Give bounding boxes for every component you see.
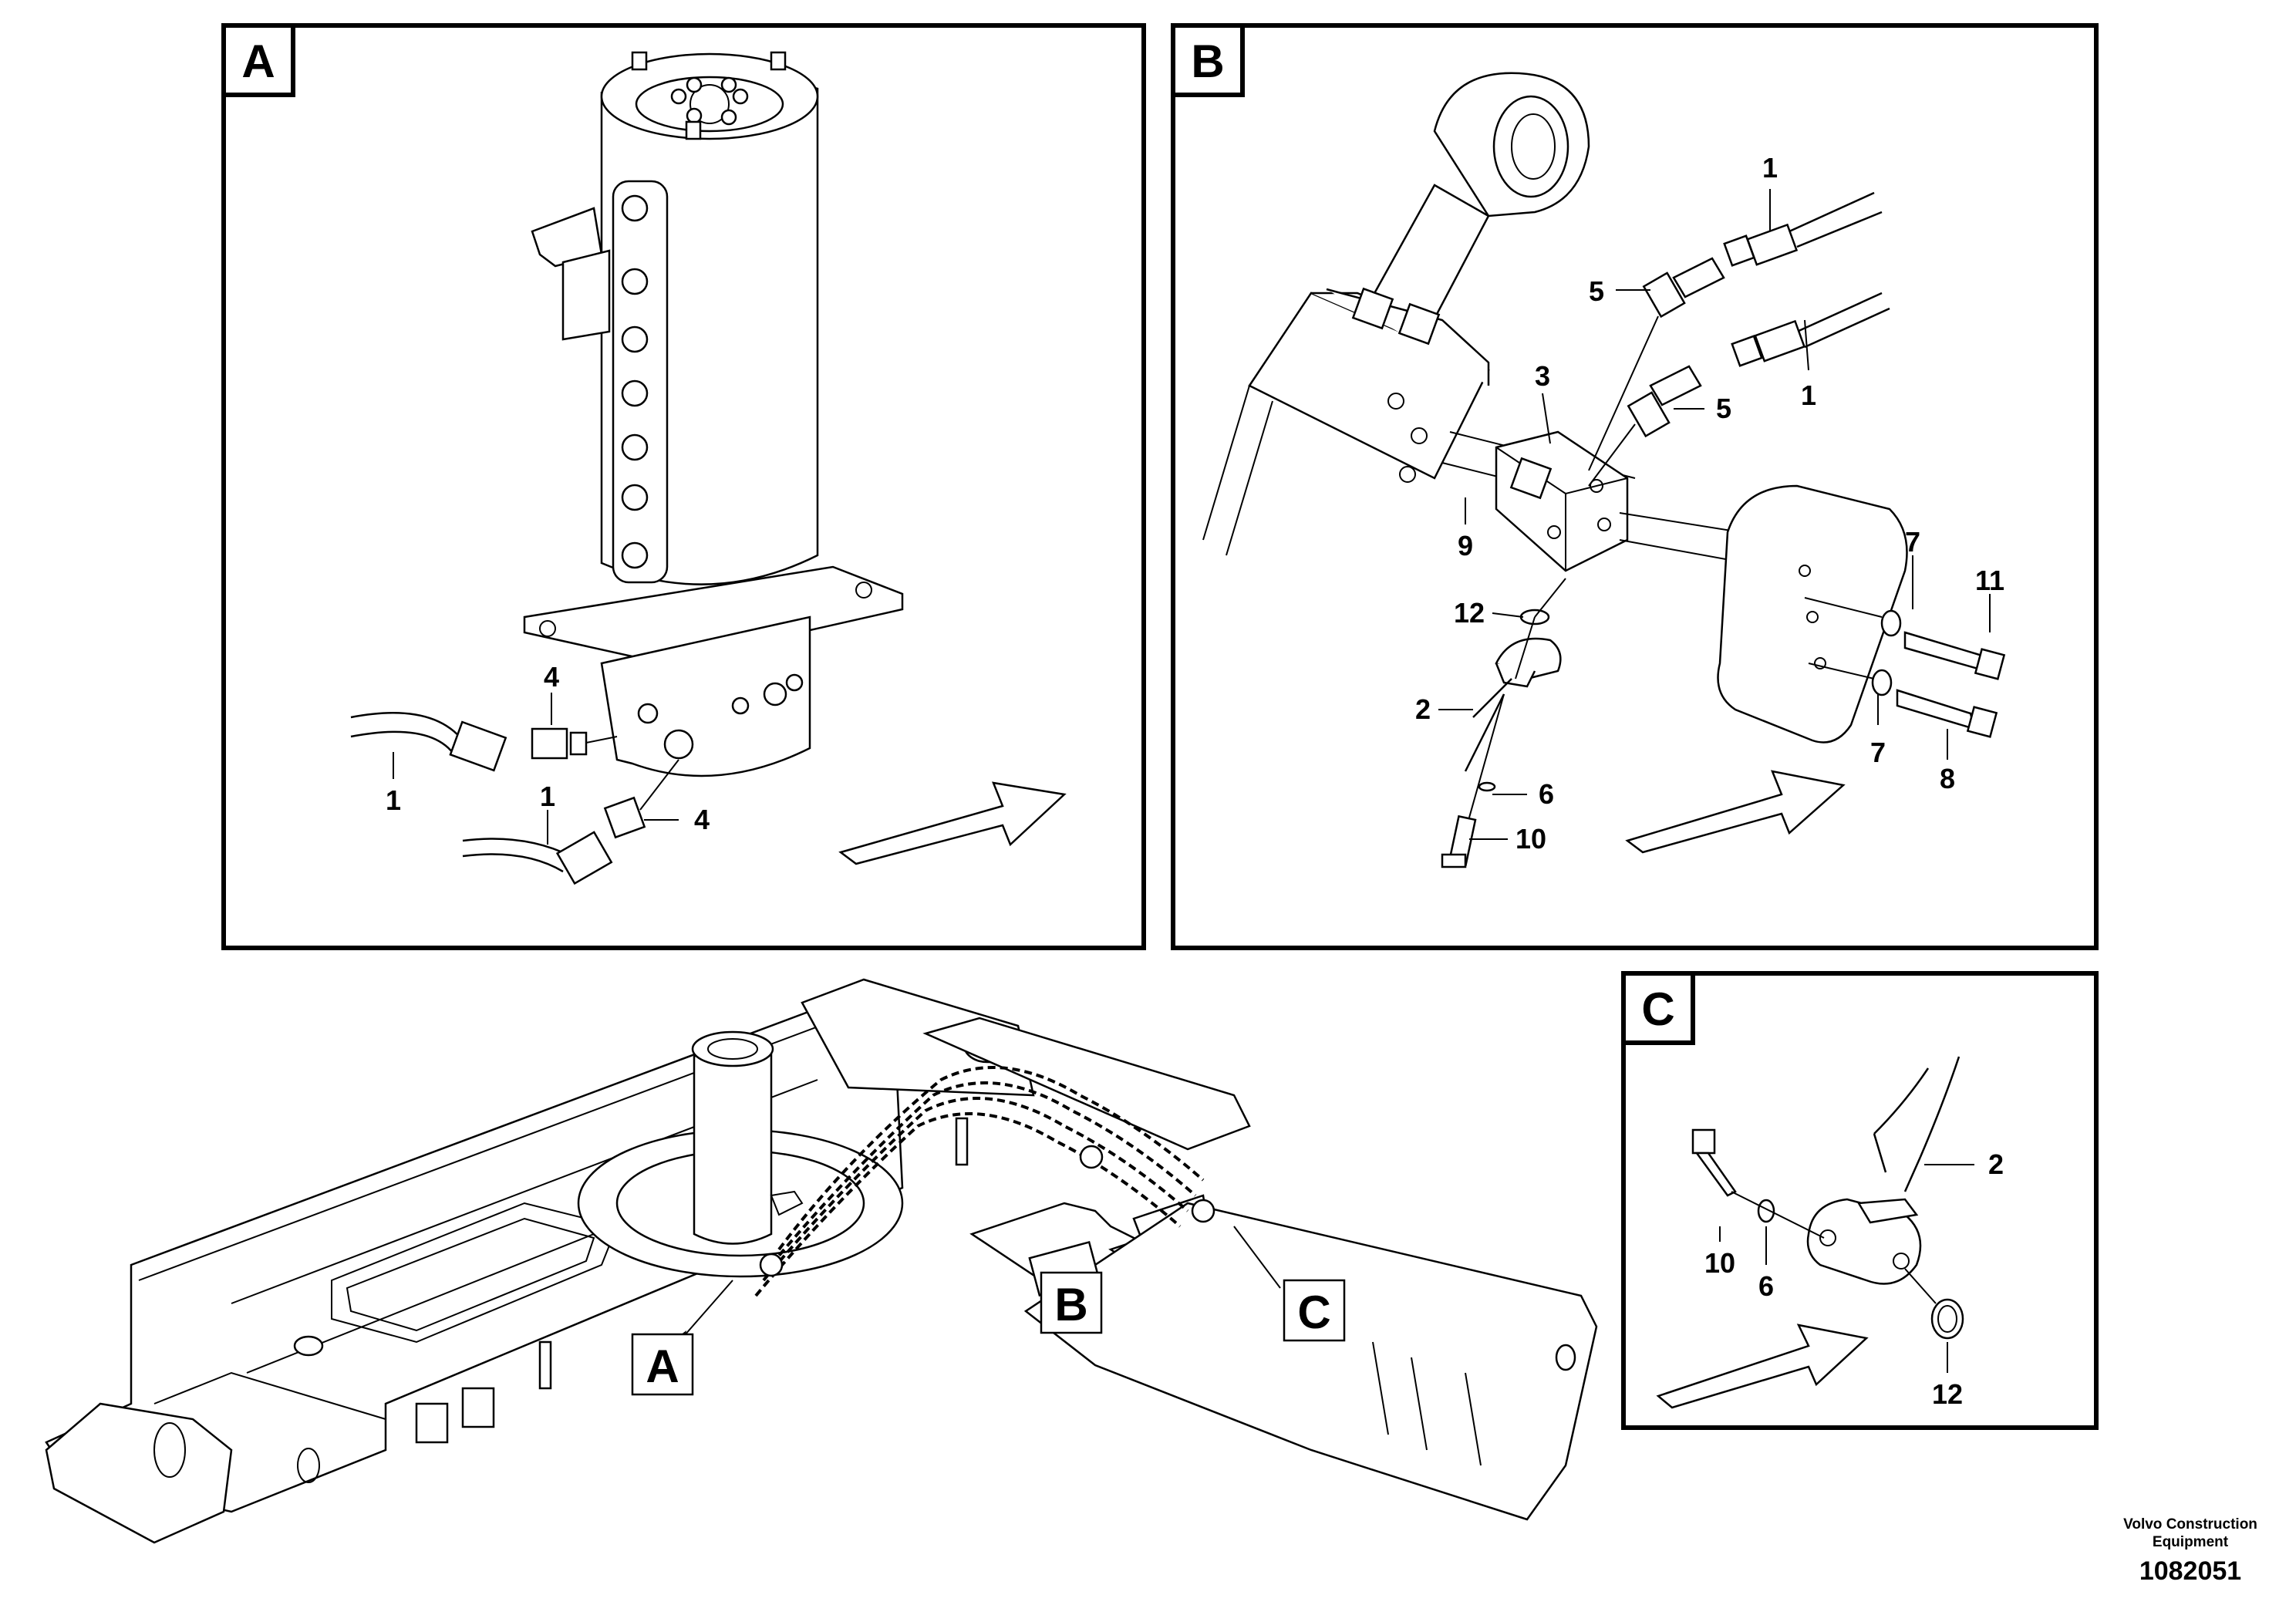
callout-box-a (631, 1333, 694, 1396)
direction-arrow-icon (838, 781, 1067, 865)
document-number: 1082051 (2139, 1556, 2242, 1586)
part-label: 12 (1454, 597, 1485, 629)
part-label: 9 (1458, 530, 1473, 561)
flange-assembly-c (1691, 1056, 1964, 1340)
overview-callouts: A B C (631, 1226, 1346, 1396)
callout-letter-b: B (1054, 1279, 1087, 1330)
machine-overview (45, 978, 1598, 1544)
part-label: 1 (386, 784, 401, 816)
panel-b: B (1171, 23, 2099, 950)
panel-c-letter: C (1641, 983, 1674, 1035)
callout-box-c (1283, 1279, 1346, 1342)
part-label: 1 (540, 781, 555, 812)
part-label: 1 (1762, 152, 1778, 184)
panel-b-labels: 1 5 1 3 5 9 7 11 12 2 7 8 6 10 (1415, 152, 2004, 855)
part-label: 5 (1589, 275, 1604, 307)
part-label: 4 (694, 804, 710, 835)
part-label: 12 (1932, 1378, 1963, 1410)
panel-b-letter: B (1191, 35, 1224, 87)
panel-a-letter: A (241, 35, 275, 87)
direction-arrow-icon (1625, 770, 1846, 854)
publisher-credit: Volvo Construction Equipment 1082051 (2113, 1516, 2267, 1587)
part-label: 2 (1415, 693, 1431, 725)
part-label: 7 (1905, 526, 1920, 558)
part-label: 11 (1975, 565, 2004, 596)
panel-a-labels: 4 1 1 4 (386, 661, 710, 845)
part-label: 7 (1870, 737, 1886, 768)
brand-line-2: Equipment (2152, 1534, 2229, 1550)
blade-cylinder-drawing (1202, 72, 1908, 744)
callout-letter-c: C (1297, 1286, 1330, 1338)
part-label: 2 (1988, 1148, 2004, 1180)
swivel-joint-drawing (523, 51, 904, 777)
callout-box-b (1040, 1271, 1103, 1334)
part-label: 1 (1801, 379, 1816, 411)
part-label: 6 (1539, 778, 1554, 810)
brand-line-1: Volvo Construction (2123, 1516, 2257, 1533)
direction-arrow-icon (1656, 1324, 1869, 1409)
part-label: 10 (1515, 823, 1546, 855)
callout-letter-a: A (646, 1340, 679, 1392)
flange-parts-b (1441, 578, 2006, 868)
panel-c: C 2 10 6 (1621, 971, 2099, 1430)
part-label: 8 (1940, 763, 1955, 794)
part-label: 4 (544, 661, 559, 693)
part-label: 10 (1704, 1247, 1735, 1279)
hoses-b (1588, 191, 1890, 487)
panel-c-labels: 2 10 6 12 (1704, 1148, 2004, 1410)
part-label: 6 (1758, 1270, 1774, 1302)
part-label: 5 (1716, 393, 1731, 424)
part-label: 3 (1535, 360, 1550, 392)
hose-assembly-a (350, 712, 679, 885)
panel-a: A (221, 23, 1146, 950)
